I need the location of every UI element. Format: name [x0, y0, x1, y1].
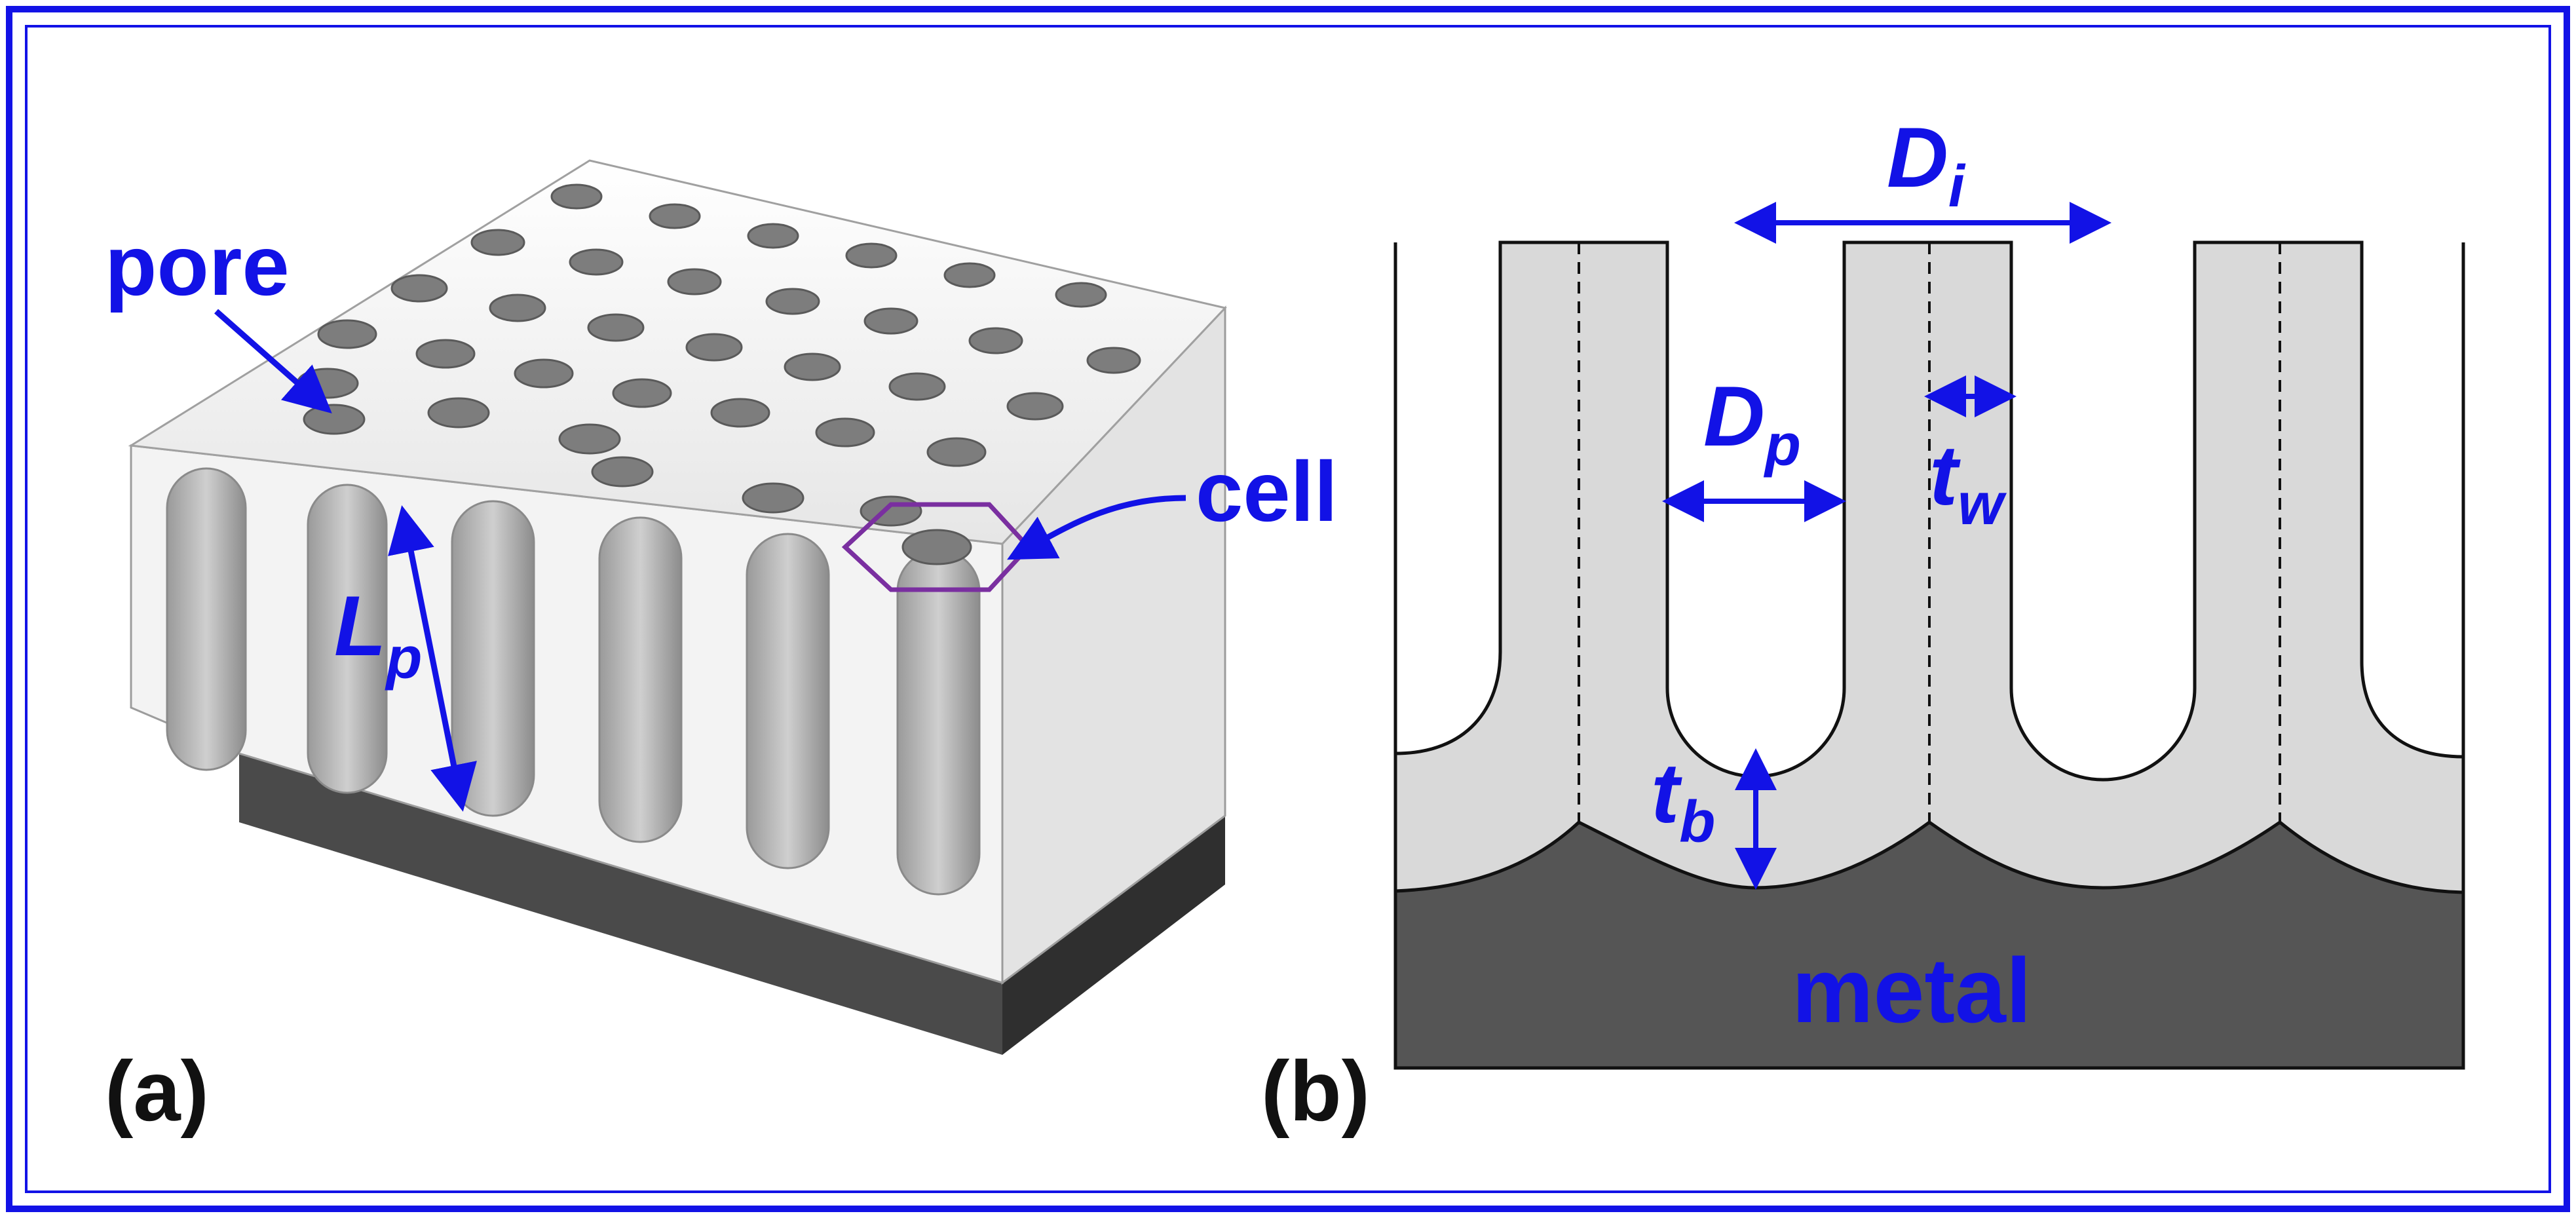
metal-side-a	[1002, 816, 1225, 1055]
lp-arrow	[388, 505, 477, 812]
di-sub: i	[1948, 154, 1966, 219]
lp-main: L	[334, 578, 386, 674]
dp-sub: p	[1764, 413, 1801, 478]
dp-main: D	[1703, 368, 1765, 464]
pore-label: pore	[105, 218, 290, 313]
metal-label: metal	[1792, 939, 2032, 1042]
metal-substrate	[1393, 820, 2465, 1070]
di-label: Di	[1887, 109, 1966, 219]
cell-pore	[901, 529, 972, 565]
tb-label: tb	[1651, 745, 1715, 855]
metal-base-a	[239, 753, 1002, 1055]
tw-label: tw	[1929, 427, 2007, 537]
panel-b: Di Dp tw tb metal (b)	[1261, 109, 2465, 1139]
panel-a-label: (a)	[105, 1043, 209, 1139]
tb-sub: b	[1679, 790, 1715, 855]
dp-label: Dp	[1703, 368, 1801, 478]
tb-main: t	[1651, 745, 1682, 841]
pore-arrow	[214, 309, 332, 413]
panel-b-label: (b)	[1261, 1043, 1370, 1139]
outer-frame	[6, 6, 2570, 1212]
tw-main: t	[1929, 427, 1961, 523]
di-main: D	[1887, 109, 1948, 205]
lp-label: Lp	[334, 578, 422, 691]
cell-boundaries	[1578, 242, 2281, 822]
cell-arrow	[1007, 495, 1186, 560]
inner-frame	[25, 25, 2551, 1193]
cell-label: cell	[1196, 444, 1338, 539]
panel-a: pore cell Lp (a)	[105, 159, 1338, 1139]
tw-sub: w	[1958, 472, 2007, 537]
lp-sub: p	[385, 626, 422, 691]
